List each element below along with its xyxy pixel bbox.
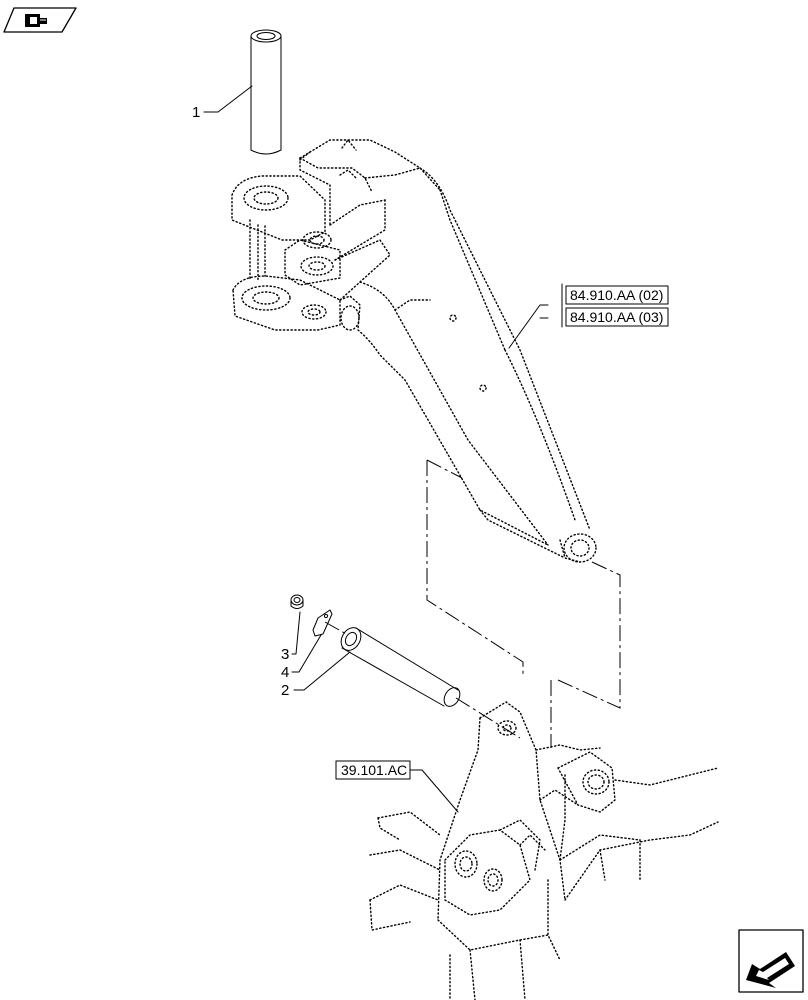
reference-label-39101: 39.101.AC <box>341 762 407 778</box>
part-3-nut <box>290 594 304 609</box>
callout-3: 3 <box>281 646 289 663</box>
next-page-arrow-icon <box>746 952 795 988</box>
callout-1: 1 <box>192 104 200 121</box>
reference-label-84910-02: 84.910.AA (02) <box>570 287 663 303</box>
part-2-pin <box>340 627 462 707</box>
book-pointing-hand-icon <box>25 14 47 27</box>
reference-box-84910-02[interactable] <box>565 285 669 305</box>
reference-box-84910-03[interactable] <box>565 307 669 327</box>
reference-group-84910[interactable]: 84.910.AA (02) 84.910.AA (03) <box>561 283 669 328</box>
callout-2: 2 <box>281 682 289 699</box>
catalog-badge[interactable] <box>3 7 77 33</box>
part-4-plate <box>312 609 333 637</box>
reference-group-39101[interactable]: 39.101.AC <box>335 760 411 780</box>
part-1-pin <box>250 29 282 156</box>
callout-4: 4 <box>281 664 289 681</box>
reference-box-39101[interactable] <box>335 760 411 780</box>
reference-label-84910-03: 84.910.AA (03) <box>570 309 663 325</box>
next-page-button[interactable] <box>738 929 804 993</box>
arm-boom <box>231 138 597 563</box>
callout-leaders <box>203 85 549 813</box>
machine-frame <box>369 701 719 1000</box>
phantom-lines <box>324 459 621 748</box>
